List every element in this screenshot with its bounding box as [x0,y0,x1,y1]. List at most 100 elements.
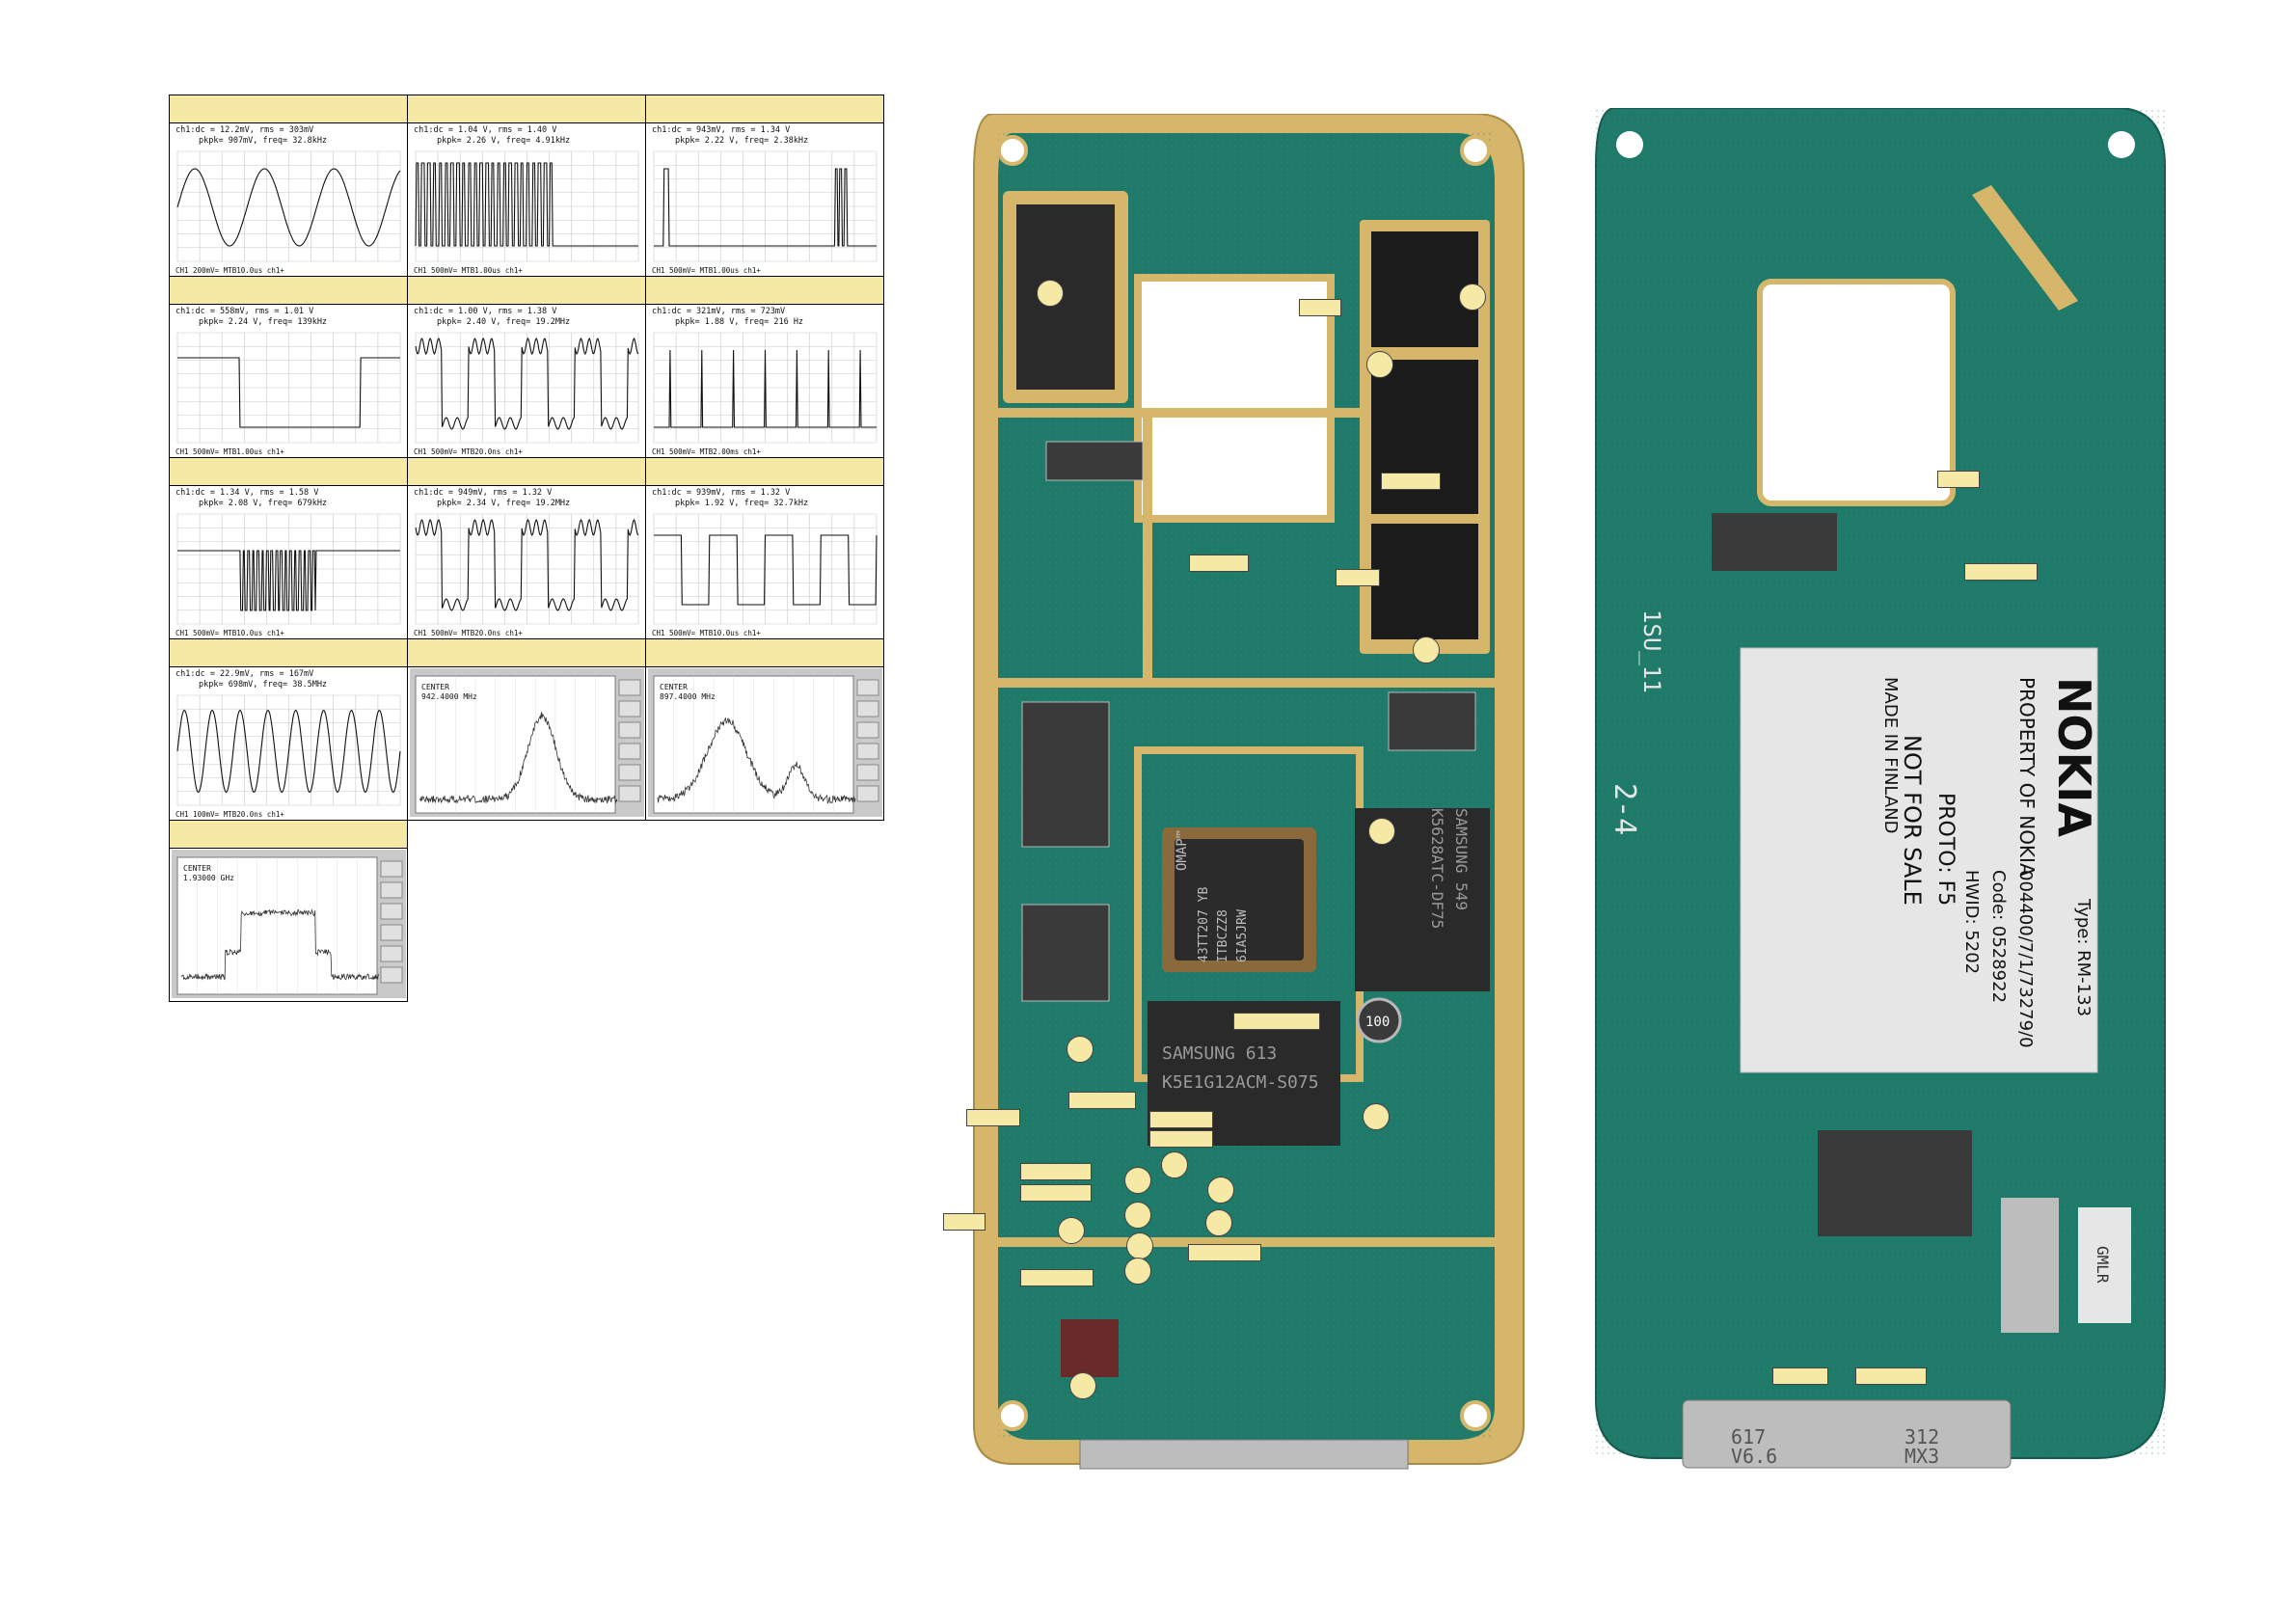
callout-dot-10 [1207,1177,1234,1204]
scope-readout-1: ch1:dc = 1.34 V, rms = 1.58 V [176,488,318,498]
svg-text:HWID: 5202: HWID: 5202 [1961,870,1982,974]
scope-panel-4: ch1:dc = 558mV, rms = 1.01 Vpkpk= 2.24 V… [169,276,408,458]
scope-panel-1: ch1:dc = 12.2mV, rms = 303mVpkpk= 907mV,… [169,95,408,277]
callout-box-6 [966,1109,1020,1126]
panel-header [408,95,645,123]
scope-footer: CH1 200mV= MTB10.0us ch1+ [176,266,284,275]
callout-box-18 [1855,1367,1927,1385]
scope-readout-1: ch1:dc = 321mV, rms = 723mV [652,307,785,316]
callout-box-9 [1149,1130,1213,1148]
scope-readout-2: pkpk= 2.40 V, freq= 19.2MHz [437,317,570,327]
panel-header [170,639,407,667]
svg-text:NOT FOR SALE: NOT FOR SALE [1899,735,1926,906]
svg-text:MX3: MX3 [1904,1445,1939,1468]
scope-readout-2: pkpk= 1.92 V, freq= 32.7kHz [675,499,808,508]
scope-footer: CH1 500mV= MTB20.0ns ch1+ [414,447,523,456]
svg-text:2-4: 2-4 [1607,783,1641,835]
svg-text:100: 100 [1365,1015,1390,1030]
scope-footer: CH1 100mV= MTB20.0ns ch1+ [176,810,284,819]
callout-box-2 [1189,555,1249,572]
svg-text:K5628ATC-DF75: K5628ATC-DF75 [1428,808,1446,929]
svg-text:1SU_11: 1SU_11 [1638,609,1665,693]
svg-text:Code: 0528922: Code: 0528922 [1988,870,2009,1003]
callout-box-15 [1937,471,1980,488]
scope-footer: CH1 500mV= MTB10.0us ch1+ [652,629,761,637]
callout-dot-3 [1459,284,1486,311]
scope-readout-2: pkpk= 698mV, freq= 38.5MHz [199,680,327,690]
panel-header [170,821,407,849]
panel-header [408,639,645,667]
scope-panel-2: ch1:dc = 1.04 V, rms = 1.40 Vpkpk= 2.26 … [407,95,646,277]
scope-panel-6: ch1:dc = 321mV, rms = 723mVpkpk= 1.88 V,… [645,276,884,458]
scope-panel-7: ch1:dc = 1.34 V, rms = 1.58 Vpkpk= 2.08 … [169,457,408,639]
callout-box-11 [1020,1184,1092,1202]
svg-text:43TT207 YB: 43TT207 YB [1197,887,1211,962]
svg-text:GMLR: GMLR [2093,1246,2112,1284]
nokia-brand: NOKIA [2048,677,2100,837]
pcb-back-side: NOKIA Type: RM-133 PROPERTY OF NOKIA 004… [1577,108,2174,1487]
panel-header [646,277,883,305]
spectrum-center-value: 897.4000 MHz [660,692,716,701]
scope-footer: CH1 500mV= MTB1.00us ch1+ [652,266,761,275]
callout-box-7 [1068,1092,1136,1109]
spectrum-panel-1: CENTER942.4000 MHz [407,638,646,821]
scope-readout-2: pkpk= 2.34 V, freq= 19.2MHz [437,499,570,508]
svg-text:PROPERTY OF NOKIA: PROPERTY OF NOKIA [2015,677,2039,877]
callout-dot-16 [1069,1372,1096,1399]
callout-dot-2 [1366,351,1393,378]
callout-dot-12 [1205,1209,1232,1236]
spectrum-center-label: CENTER [421,683,449,691]
callout-box-12 [943,1213,986,1231]
scope-readout-2: pkpk= 2.24 V, freq= 139kHz [199,317,327,327]
callout-dot-9 [1161,1151,1188,1178]
spectrum-panel-3: CENTER1.93000 GHz [169,820,408,1002]
scope-panel-10: ch1:dc = 22.9mV, rms = 167mVpkpk= 698mV,… [169,638,408,821]
callout-box-4 [1381,473,1441,490]
callout-box-17 [1772,1367,1828,1385]
callout-box-5 [1233,1013,1320,1030]
svg-text:MADE IN FINLAND: MADE IN FINLAND [1880,677,1901,834]
scope-readout-1: ch1:dc = 949mV, rms = 1.32 V [414,488,552,498]
panel-header [408,277,645,305]
omap-label: OMAP™ [1175,830,1190,871]
callout-box-8 [1149,1111,1213,1128]
scope-footer: CH1 500mV= MTB10.0us ch1+ [176,629,284,637]
scope-readout-1: ch1:dc = 558mV, rms = 1.01 V [176,307,313,316]
svg-text:V6.6: V6.6 [1731,1445,1777,1468]
svg-text:Type: RM-133: Type: RM-133 [2073,898,2093,1016]
svg-text:004400/7/1/73279/0: 004400/7/1/73279/0 [2015,870,2036,1048]
callout-dot-4 [1413,636,1440,663]
callout-dot-1 [1037,280,1064,307]
svg-text:SAMSUNG 549: SAMSUNG 549 [1452,808,1471,910]
scope-readout-2: pkpk= 2.26 V, freq= 4.91kHz [437,136,570,146]
callout-dot-14 [1126,1232,1153,1259]
panel-header [170,95,407,123]
svg-text:ITBCZZ8: ITBCZZ8 [1216,909,1230,962]
callout-dot-7 [1363,1103,1390,1130]
waveform-panel-grid: ch1:dc = 12.2mV, rms = 303mVpkpk= 907mV,… [169,95,882,1001]
scope-footer: CH1 500mV= MTB1.00us ch1+ [414,266,523,275]
spectrum-center-value: 1.93000 GHz [183,874,234,882]
callout-box-16 [1964,563,2038,581]
scope-readout-1: ch1:dc = 12.2mV, rms = 303mV [176,125,313,135]
callout-dot-13 [1058,1217,1085,1244]
scope-panel-5: ch1:dc = 1.00 V, rms = 1.38 Vpkpk= 2.40 … [407,276,646,458]
scope-panel-3: ch1:dc = 943mV, rms = 1.34 Vpkpk= 2.22 V… [645,95,884,277]
scope-footer: CH1 500mV= MTB20.0ns ch1+ [414,629,523,637]
scope-readout-1: ch1:dc = 1.04 V, rms = 1.40 V [414,125,556,135]
spectrum-panel-2: CENTER897.4000 MHz [645,638,884,821]
callout-box-14 [1020,1269,1094,1286]
scope-readout-1: ch1:dc = 1.00 V, rms = 1.38 V [414,307,556,316]
callout-dot-6 [1067,1036,1094,1063]
scope-footer: CH1 500mV= MTB1.00us ch1+ [176,447,284,456]
panel-header [170,277,407,305]
panel-header [646,458,883,486]
callout-box-13 [1188,1244,1261,1261]
scope-readout-1: ch1:dc = 939mV, rms = 1.32 V [652,488,790,498]
scope-readout-2: pkpk= 2.22 V, freq= 2.38kHz [675,136,808,146]
svg-text:SAMSUNG 613: SAMSUNG 613 [1162,1043,1277,1064]
spectrum-center-label: CENTER [183,864,211,873]
scope-readout-2: pkpk= 2.08 V, freq= 679kHz [199,499,327,508]
panel-header [646,639,883,667]
svg-text:K5E1G12ACM-S075: K5E1G12ACM-S075 [1162,1072,1319,1093]
